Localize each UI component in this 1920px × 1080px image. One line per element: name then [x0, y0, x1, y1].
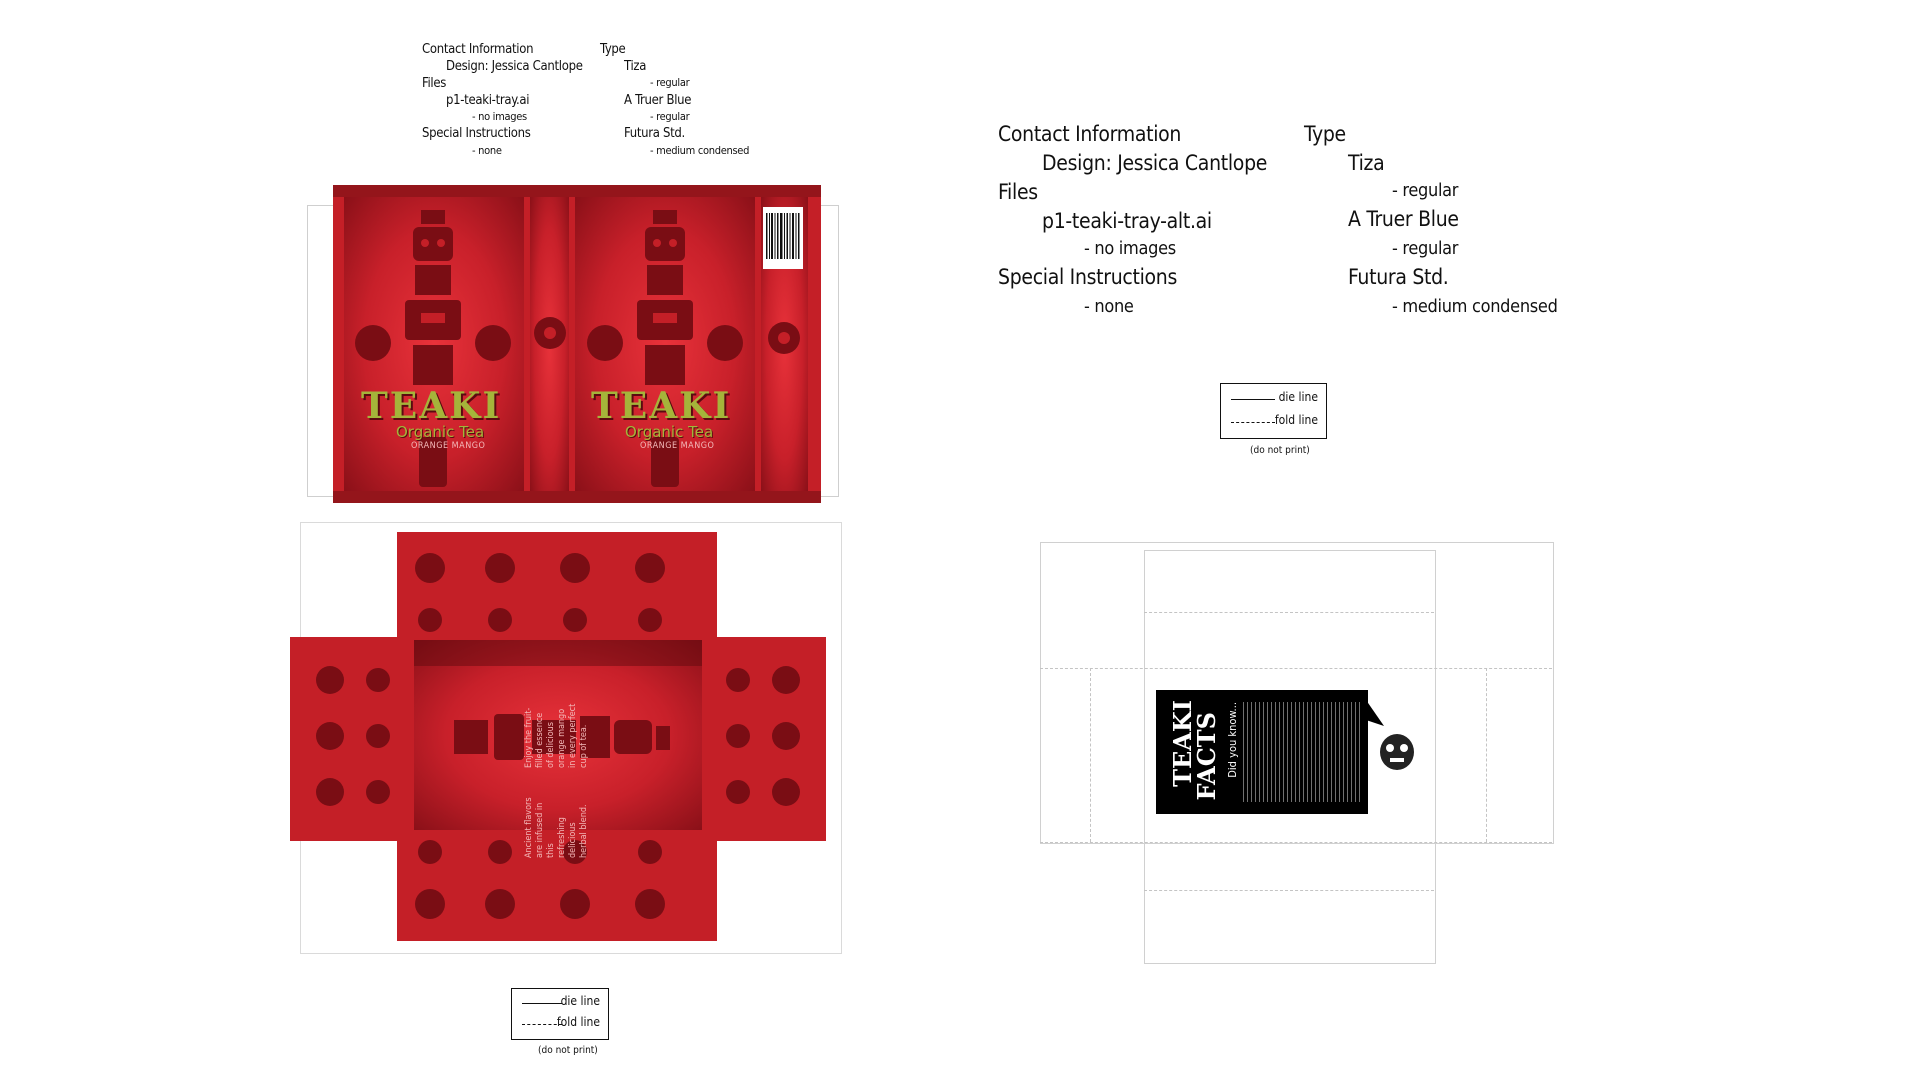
- left-type-label: Type: [600, 42, 626, 57]
- tray-top-flap: [397, 532, 717, 640]
- left-special-label: Special Instructions: [422, 126, 531, 141]
- totem-icon: [587, 210, 743, 487]
- fold-line: [1486, 668, 1487, 842]
- left-font2-name: A Truer Blue: [624, 93, 692, 108]
- legend-top: die line fold line: [1220, 383, 1327, 439]
- legend-fold-label: fold line: [556, 1015, 600, 1029]
- right-font1-name: Tiza: [1348, 151, 1385, 175]
- tray-left-flap: [290, 637, 414, 841]
- left-font3-style: - medium condensed: [650, 144, 750, 157]
- die-line-sample: [1231, 399, 1275, 400]
- front-subtitle: Organic Tea: [396, 423, 485, 441]
- right-files-label: Files: [998, 180, 1038, 204]
- left-font2-style: - regular: [650, 110, 690, 123]
- tiki-mask-icon: [1380, 734, 1414, 770]
- right-font2-name: A Truer Blue: [1348, 207, 1459, 231]
- left-file-name: p1-teaki-tray.ai: [446, 93, 530, 108]
- right-contact-label: Contact Information: [998, 122, 1182, 146]
- legend-fold-label: fold line: [1274, 413, 1318, 427]
- front-brand: TEAKI: [361, 385, 502, 427]
- facts-body-text: [1242, 702, 1360, 802]
- left-files-label: Files: [422, 76, 447, 91]
- right-font3-style: - medium condensed: [1392, 296, 1558, 317]
- white-tray-vertical: [1144, 550, 1436, 964]
- left-images-note: - no images: [472, 110, 527, 123]
- facts-subtitle: Did you know...: [1226, 702, 1239, 778]
- fold-line-sample: [522, 1024, 562, 1025]
- speech-pointer-icon: [1366, 700, 1384, 726]
- fold-line: [1040, 668, 1552, 669]
- totem-horizontal-icon: [454, 714, 670, 760]
- tray-flowers: [316, 553, 800, 919]
- right-images-note: - no images: [1084, 238, 1176, 259]
- barcode-icon: [766, 213, 800, 259]
- flower-icon: [534, 317, 566, 349]
- barcode: [763, 207, 803, 269]
- fold-line: [1144, 890, 1434, 891]
- facts-title-2: FACTS: [1192, 712, 1221, 801]
- legend-die-label: die line: [1278, 390, 1318, 404]
- right-special-value: - none: [1084, 296, 1134, 317]
- right-designer: Design: Jessica Cantlope: [1042, 151, 1268, 175]
- tray-text-bottom: Ancient flavors are infused in this refr…: [524, 797, 589, 858]
- flower-icon: [768, 322, 800, 354]
- back-flavor: ORANGE MANGO: [640, 441, 715, 451]
- left-font1-name: Tiza: [624, 59, 647, 74]
- right-special-label: Special Instructions: [998, 265, 1178, 289]
- tray-bottom-flap: [397, 829, 717, 941]
- legend-die-label: die line: [560, 994, 600, 1008]
- fold-line: [1144, 612, 1434, 613]
- left-special-value: - none: [472, 144, 502, 157]
- fold-line-sample: [1231, 422, 1275, 423]
- front-flavor: ORANGE MANGO: [411, 441, 486, 451]
- tray-right-flap: [702, 637, 826, 841]
- back-brand: TEAKI: [591, 385, 732, 427]
- left-font3-name: Futura Std.: [624, 126, 685, 141]
- tray-text-top: Enjoy the fruit- filled essence of delic…: [524, 703, 589, 768]
- right-font1-style: - regular: [1392, 180, 1459, 201]
- legend-bottom-note: (do not print): [538, 1045, 598, 1056]
- left-contact-label: Contact Information: [422, 42, 534, 57]
- fold-line: [1090, 668, 1091, 842]
- fold-line: [1040, 842, 1552, 843]
- totem-icon: [355, 210, 511, 487]
- left-designer: Design: Jessica Cantlope: [446, 59, 583, 74]
- die-line-sample: [522, 1003, 562, 1004]
- back-subtitle: Organic Tea: [625, 423, 714, 441]
- sleeve-artwork: TEAKI Organic Tea ORANGE MANGO TEAKI Org…: [333, 185, 821, 503]
- right-font2-style: - regular: [1392, 238, 1459, 259]
- legend-bottom: die line fold line: [511, 988, 609, 1040]
- right-file-name: p1-teaki-tray-alt.ai: [1042, 209, 1212, 233]
- legend-top-note: (do not print): [1250, 445, 1310, 456]
- right-type-label: Type: [1304, 122, 1346, 146]
- teaki-facts-box: TEAKI FACTS Did you know...: [1156, 690, 1368, 814]
- right-font3-name: Futura Std.: [1348, 265, 1449, 289]
- white-tray-dieline: [1040, 542, 1554, 844]
- left-font1-style: - regular: [650, 76, 690, 89]
